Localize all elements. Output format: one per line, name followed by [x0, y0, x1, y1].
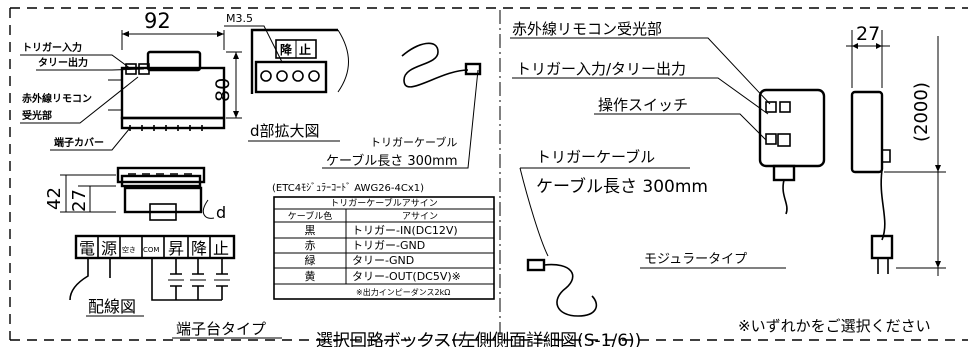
table-header-color: ケーブル色 [288, 210, 332, 222]
dim-right-2000 [884, 36, 946, 276]
label-terminal-cover: 端子カバー [54, 136, 104, 149]
terminal-strip [74, 234, 236, 260]
leader-right-trigger [512, 77, 769, 115]
terminal-label: 空き [122, 245, 136, 254]
detail-title: d部拡大図 [250, 122, 320, 140]
table-title: トリガーケーブルアサイン [330, 197, 437, 209]
select-note: ※いずれかをご選択ください [738, 317, 931, 335]
right-dim-2000-label: (2000) [911, 82, 932, 142]
label-d: d [216, 203, 226, 222]
right-label-ir: 赤外線リモコン受光部 [512, 20, 662, 38]
detail-d-enlarged [250, 28, 349, 94]
terminal-label: 源 [101, 239, 117, 258]
cable-spec: (ETC4ﾓｼﾞｭﾗｰｺｰﾄﾞ AWG26-4Cx1) [272, 182, 424, 194]
label-tally-out: タリー出力 [38, 56, 88, 69]
leader-right-cable [519, 167, 690, 257]
dim-42-label: 42 [44, 187, 65, 210]
left-cable-title: トリガーケーブル [370, 135, 457, 149]
label-ir-line1: 赤外線リモコン [22, 92, 92, 105]
label-ir-line2: 受光部 [22, 109, 52, 122]
table-row-assign: トリガー-IN(DC12V) [352, 224, 458, 237]
leader-d [202, 199, 215, 219]
dim-80 [226, 51, 242, 119]
right-label-trigger: トリガー入力/タリー出力 [516, 60, 686, 78]
right-dim-27-label: 27 [856, 23, 880, 45]
table-row-color: 緑 [305, 253, 316, 267]
detail-pin-down: 降 [280, 42, 293, 57]
terminal-device-side-view [116, 166, 206, 221]
left-cable-length: ケーブル長さ 300mm [326, 153, 458, 169]
table-row-color: 黄 [305, 269, 316, 283]
label-trigger-in: トリガー入力 [22, 41, 82, 54]
terminal-label: COM [143, 246, 159, 254]
detail-pin-stop: 止 [299, 42, 311, 57]
dim-92 [121, 30, 225, 50]
modular-device-front [758, 88, 826, 215]
terminal-label: 降 [191, 239, 207, 258]
dim-80-label: 80 [212, 78, 234, 102]
trigger-cable-drawing-left [401, 42, 482, 88]
dim-27-label: 27 [69, 189, 90, 212]
right-cable-title: トリガーケーブル [536, 148, 655, 166]
trigger-cable-drawing-right [526, 258, 598, 317]
wiring-label: 配線図 [88, 297, 136, 316]
modular-type-label: モジュラータイプ [644, 252, 747, 267]
leader-trigger [20, 54, 145, 71]
wiring-lines [69, 258, 230, 301]
leader-left-cable [322, 69, 479, 169]
modular-device-side [850, 90, 894, 274]
footer-title: 選択回路ボックス(左側側面詳細図(S-1/6)) [316, 331, 641, 347]
leader-ir [20, 76, 139, 124]
leader-cover [50, 127, 131, 151]
label-m35: M3.5 [226, 12, 253, 25]
table-note: ※出力インピーダンス2kΩ [356, 287, 450, 297]
terminal-type-label: 端子台タイプ [176, 320, 266, 338]
right-label-switch: 操作スイッチ [598, 96, 688, 114]
dim-92-label: 92 [144, 9, 171, 33]
terminal-label: 止 [213, 239, 229, 258]
table-row-color: 赤 [305, 239, 316, 252]
leader-right-switch [594, 113, 767, 141]
dim-42-27 [60, 174, 116, 213]
assign-table-grid [273, 196, 495, 300]
leader-right-ir [510, 37, 771, 105]
table-row-assign: トリガー-GND [352, 239, 425, 252]
table-row-color: 黒 [305, 224, 316, 237]
dim-right-27 [846, 30, 890, 88]
terminal-label: 昇 [168, 239, 184, 258]
table-header-assign: アサイン [402, 211, 438, 222]
table-row-assign: タリー-GND [352, 254, 414, 267]
right-cable-length: ケーブル長さ 300mm [536, 176, 708, 197]
terminal-device-top-view [108, 50, 226, 131]
table-row-assign: タリー-OUT(DC5V)※ [352, 270, 461, 283]
terminal-label: 電 [79, 239, 95, 258]
